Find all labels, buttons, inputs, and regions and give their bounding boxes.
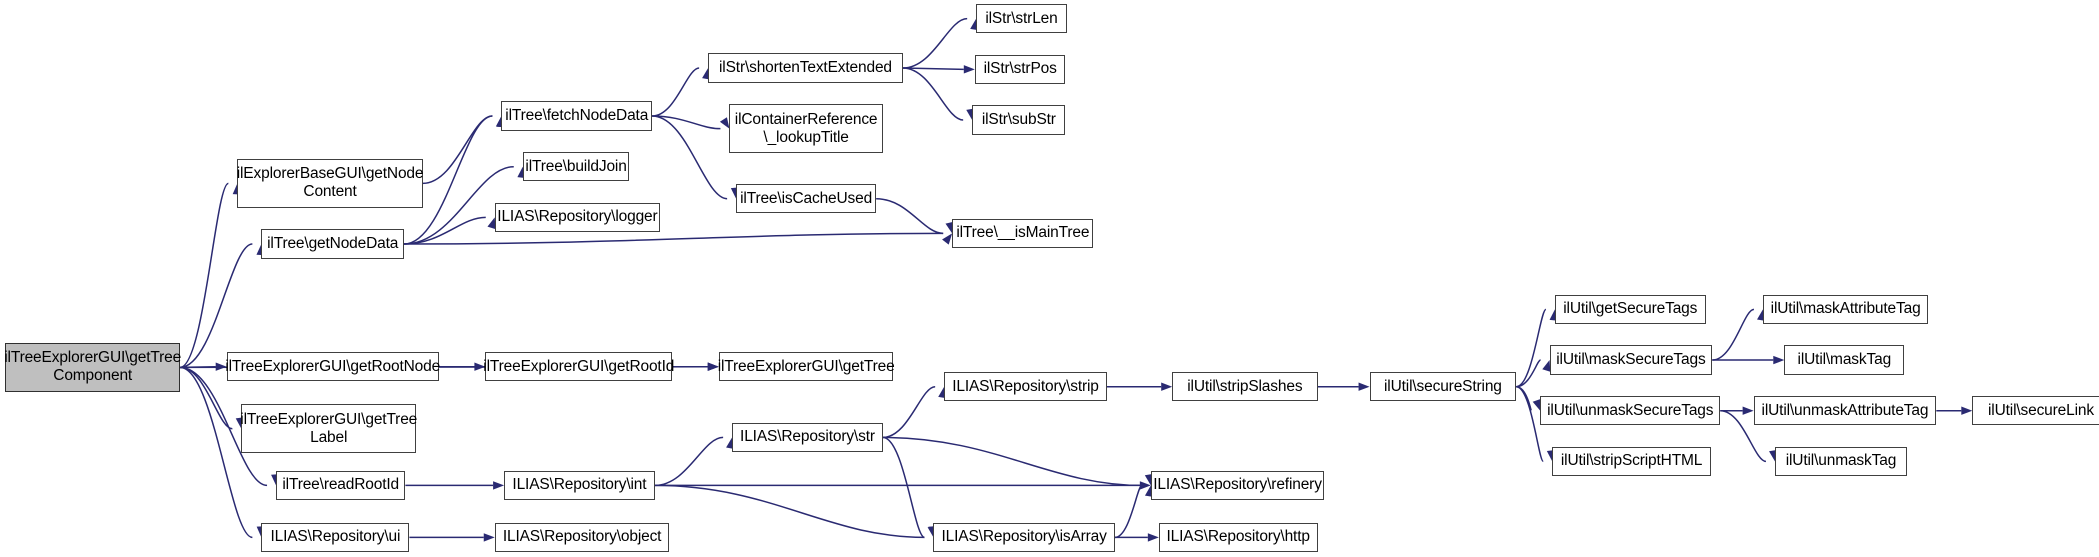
- graph-node-lookupTitle[interactable]: ilContainerReference \_lookupTitle: [729, 104, 883, 154]
- graph-node-fetchNodeData[interactable]: ilTree\fetchNodeData: [501, 101, 653, 131]
- graph-node-unmaskSecureTags[interactable]: ilUtil\unmaskSecureTags: [1540, 396, 1721, 426]
- graph-node-getTreeComponent[interactable]: ilTreeExplorerGUI\getTree Component: [4, 342, 181, 393]
- graph-node-stripScriptHTML[interactable]: ilUtil\stripScriptHTML: [1552, 446, 1711, 477]
- edge-getTreeComponent-to-getRootNode: [180, 365, 216, 369]
- edge-shortenTextExtended-to-strPos: [902, 67, 964, 71]
- graph-node-getTree[interactable]: ilTreeExplorerGUI\getTree: [718, 352, 895, 382]
- edge-arrowhead: [1358, 382, 1370, 391]
- graph-node-getSecureTags[interactable]: ilUtil\getSecureTags: [1554, 294, 1706, 325]
- edge-fetchNodeData-to-lookupTitle: [652, 115, 721, 130]
- edge-shortenTextExtended-to-subStr: [902, 67, 964, 121]
- edge-getTreeComponent-to-getNodeContent: [179, 182, 230, 369]
- edge-secureString-to-stripScriptHTML: [1515, 385, 1544, 463]
- edge-maskSecureTags-to-maskAttributeTag: [1712, 308, 1755, 361]
- edge-repoStr-to-repoStrip: [882, 385, 936, 439]
- graph-node-getNodeData[interactable]: ilTree\getNodeData: [261, 229, 405, 259]
- graph-node-maskTag[interactable]: ilUtil\maskTag: [1784, 345, 1905, 375]
- edge-isCacheUsed-to-isMainTree: [876, 197, 944, 235]
- graph-node-repoInt[interactable]: ILIAS\Repository\int: [504, 470, 655, 501]
- edge-repoStr-to-repoIsArray: [882, 436, 926, 539]
- edge-getTreeComponent-to-getTreeLabel: [179, 366, 233, 430]
- graph-node-repoHttp[interactable]: ILIAS\Repository\http: [1158, 522, 1318, 553]
- graph-node-repoUi[interactable]: ILIAS\Repository\ui: [261, 522, 410, 553]
- graph-node-repoStrip[interactable]: ILIAS\Repository\strip: [944, 372, 1107, 402]
- edge-repoInt-to-repoStr: [654, 436, 724, 487]
- edge-arrowhead: [1147, 533, 1159, 542]
- graph-node-isMainTree[interactable]: ilTree\__isMainTree: [952, 218, 1094, 249]
- graph-node-repoIsArray[interactable]: ILIAS\Repository\isArray: [933, 522, 1115, 553]
- edge-repoIsArray-to-repoRefinery: [1114, 484, 1143, 539]
- graph-node-buildJoin[interactable]: ilTree\buildJoin: [522, 152, 630, 182]
- edge-secureString-to-maskSecureTags: [1516, 359, 1542, 388]
- edge-arrowhead: [1161, 382, 1173, 391]
- graph-node-stripSlashes[interactable]: ilUtil\stripSlashes: [1172, 372, 1318, 402]
- graph-node-readRootId[interactable]: ilTree\readRootId: [276, 470, 406, 501]
- edge-arrowhead: [483, 533, 495, 542]
- graph-node-isCacheUsed[interactable]: ilTree\isCacheUsed: [736, 184, 877, 214]
- edge-repoInt-to-repoIsArray: [654, 484, 925, 539]
- edge-arrowhead: [1742, 406, 1754, 415]
- graph-node-repoLogger[interactable]: ILIAS\Repository\logger: [494, 202, 661, 233]
- graph-node-getRootId[interactable]: ilTreeExplorerGUI\getRootId: [483, 352, 674, 382]
- graph-node-secureString[interactable]: ilUtil\secureString: [1369, 372, 1517, 402]
- edge-arrowhead: [1139, 481, 1151, 490]
- graph-node-strPos[interactable]: ilStr\strPos: [974, 54, 1066, 84]
- edge-shortenTextExtended-to-strLen: [902, 17, 968, 69]
- graph-node-unmaskAttributeTag[interactable]: ilUtil\unmaskAttributeTag: [1753, 396, 1937, 426]
- edge-arrowhead: [1961, 406, 1973, 415]
- graph-node-strLen[interactable]: ilStr\strLen: [976, 4, 1067, 34]
- edge-fetchNodeData-to-isCacheUsed: [652, 115, 728, 200]
- edge-getNodeData-to-repoLogger: [404, 216, 486, 245]
- edge-getNodeContent-to-fetchNodeData: [422, 115, 493, 185]
- edge-arrowhead: [719, 117, 730, 129]
- edge-arrowhead: [493, 481, 505, 490]
- edge-arrowhead: [963, 65, 975, 74]
- graph-node-maskSecureTags[interactable]: ilUtil\maskSecureTags: [1549, 345, 1713, 375]
- graph-node-getNodeContent[interactable]: ilExplorerBaseGUI\getNode Content: [237, 158, 424, 209]
- graph-node-secureLink[interactable]: ilUtil\secureLink: [1972, 396, 2099, 426]
- graph-node-getTreeLabel[interactable]: ilTreeExplorerGUI\getTree Label: [240, 404, 417, 454]
- graph-node-subStr[interactable]: ilStr\subStr: [972, 105, 1066, 135]
- graph-node-repoStr[interactable]: ILIAS\Repository\str: [732, 422, 883, 453]
- graph-node-maskAttributeTag[interactable]: ilUtil\maskAttributeTag: [1762, 294, 1929, 325]
- edge-secureString-to-unmaskSecureTags: [1516, 385, 1532, 412]
- graph-node-unmaskTag[interactable]: ilUtil\unmaskTag: [1774, 446, 1907, 477]
- edge-getNodeData-to-isMainTree: [404, 232, 944, 245]
- edge-fetchNodeData-to-shortenTextExtended: [652, 67, 700, 117]
- edge-repoStr-to-repoRefinery: [882, 436, 1142, 487]
- graph-node-repoRefinery[interactable]: ILIAS\Repository\refinery: [1150, 470, 1325, 501]
- graph-node-getRootNode[interactable]: ilTreeExplorerGUI\getRootNode: [225, 352, 440, 382]
- edge-secureString-to-getSecureTags: [1515, 308, 1547, 388]
- edge-arrowhead: [942, 233, 953, 245]
- graph-node-repoObject[interactable]: ILIAS\Repository\object: [494, 522, 670, 553]
- edge-getTreeComponent-to-getNodeData: [179, 243, 253, 369]
- edge-arrowhead: [1773, 355, 1785, 365]
- graph-node-shortenTextExtended[interactable]: ilStr\shortenTextExtended: [708, 53, 903, 83]
